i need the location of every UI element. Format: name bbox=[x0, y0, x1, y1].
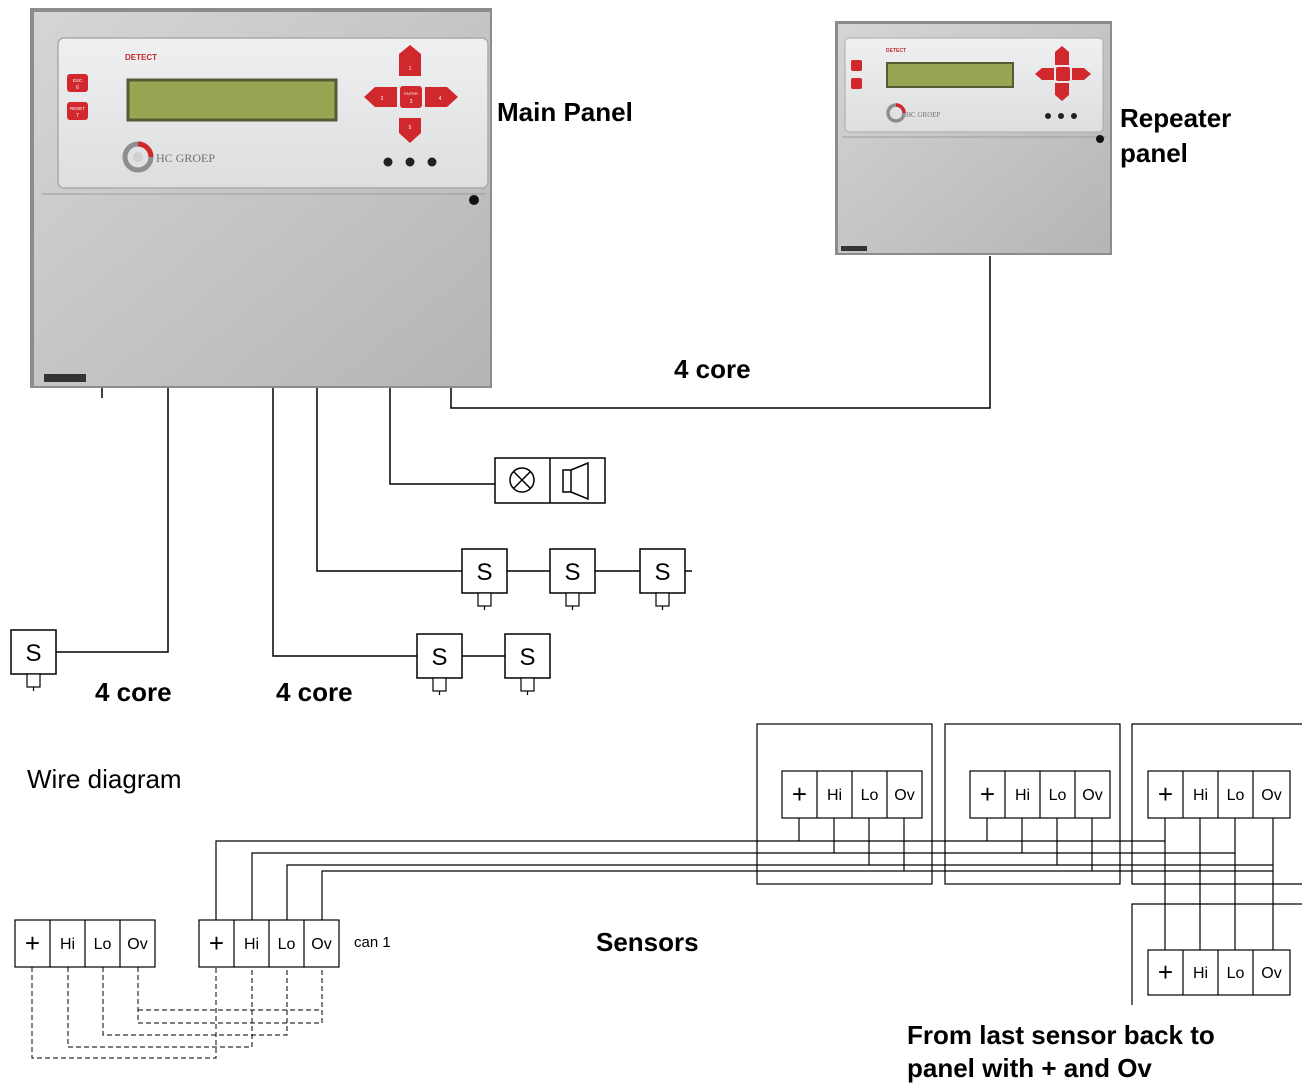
terminal-block-sensor-2: + Hi Lo Ov bbox=[969, 770, 1111, 819]
svg-text:S: S bbox=[476, 559, 492, 586]
svg-text:Hi: Hi bbox=[827, 787, 842, 804]
svg-text:S: S bbox=[519, 644, 535, 671]
hc-groep-logo: HC GROEP bbox=[122, 141, 215, 173]
key-right[interactable]: 4 bbox=[425, 87, 458, 107]
svg-text:Ov: Ov bbox=[1082, 787, 1102, 804]
svg-text:ESC: ESC bbox=[73, 78, 83, 83]
sensor: S bbox=[461, 548, 508, 610]
repeater-panel-label-line2: panel bbox=[1120, 138, 1188, 168]
beacon-icon bbox=[509, 467, 535, 493]
svg-text:+: + bbox=[25, 928, 40, 958]
return-wires bbox=[31, 967, 323, 1059]
svg-text:5: 5 bbox=[409, 125, 412, 131]
wire-diagram-heading: Wire diagram bbox=[27, 764, 182, 794]
svg-text:Hi: Hi bbox=[60, 936, 75, 953]
svg-text:7: 7 bbox=[76, 113, 79, 119]
repeater-esc-button[interactable] bbox=[851, 60, 862, 71]
svg-text:Hi: Hi bbox=[1015, 787, 1030, 804]
repeater-key-down[interactable] bbox=[1055, 83, 1069, 101]
sensor: S bbox=[504, 633, 551, 695]
svg-text:Hi: Hi bbox=[1193, 787, 1208, 804]
key-down[interactable]: 5 bbox=[399, 118, 421, 143]
repeater-reset-button[interactable] bbox=[851, 78, 862, 89]
svg-text:S: S bbox=[25, 640, 41, 667]
terminal-block-sensor-1: + Hi Lo Ov bbox=[781, 770, 923, 819]
svg-text:6: 6 bbox=[76, 85, 79, 91]
svg-text:Lo: Lo bbox=[1227, 965, 1245, 982]
key-left[interactable]: 2 bbox=[364, 87, 397, 107]
cable-label-4-core-mid: 4 core bbox=[276, 677, 353, 707]
svg-text:S: S bbox=[654, 559, 670, 586]
repeater-detect-label: DETECT bbox=[886, 48, 906, 54]
terminal-block-sensor-3: + Hi Lo Ov bbox=[1147, 770, 1291, 819]
beacon-siren-unit bbox=[494, 457, 606, 504]
key-up[interactable]: 1 bbox=[399, 45, 421, 76]
svg-text:Lo: Lo bbox=[94, 936, 112, 953]
svg-text:Lo: Lo bbox=[278, 936, 296, 953]
repeater-key-right[interactable] bbox=[1072, 68, 1091, 80]
can1-label: can 1 bbox=[354, 934, 391, 951]
svg-text:Hi: Hi bbox=[244, 936, 259, 953]
svg-text:+: + bbox=[1158, 957, 1173, 987]
svg-text:+: + bbox=[209, 928, 224, 958]
panel-tag bbox=[44, 374, 86, 382]
terminal-block-left: + Hi Lo Ov bbox=[14, 919, 156, 968]
status-led-1 bbox=[383, 157, 393, 167]
sensor-enclosures bbox=[756, 723, 1302, 1005]
svg-text:Hi: Hi bbox=[1193, 965, 1208, 982]
cable-label-4-core-left: 4 core bbox=[95, 677, 172, 707]
sensor: S bbox=[639, 548, 686, 610]
reset-button[interactable]: RESET 7 bbox=[67, 102, 88, 120]
terminal-block-sensor-last: + Hi Lo Ov bbox=[1147, 949, 1291, 996]
svg-text:+: + bbox=[980, 779, 995, 809]
svg-text:Lo: Lo bbox=[1227, 787, 1245, 804]
lcd-display bbox=[126, 78, 338, 122]
svg-text:Ov: Ov bbox=[1261, 787, 1281, 804]
svg-text:Ov: Ov bbox=[1261, 965, 1281, 982]
svg-text:Ov: Ov bbox=[894, 787, 914, 804]
svg-text:HC GROEP: HC GROEP bbox=[906, 111, 941, 119]
panel-lock bbox=[469, 195, 479, 205]
status-led-3 bbox=[427, 157, 437, 167]
cable-label-4-core-repeater: 4 core bbox=[674, 354, 751, 384]
svg-text:S: S bbox=[564, 559, 580, 586]
status-led-2 bbox=[405, 157, 415, 167]
sensor: S bbox=[549, 548, 596, 610]
bus-wires bbox=[215, 818, 1274, 950]
main-panel: DETECT ESC 6 RESET 7 1 2 ENTER 3 4 bbox=[30, 8, 492, 388]
svg-text:4: 4 bbox=[439, 96, 442, 102]
svg-text:Ov: Ov bbox=[311, 936, 331, 953]
sensor: S bbox=[10, 629, 57, 691]
svg-text:1: 1 bbox=[409, 66, 412, 72]
repeater-panel-label-line1: Repeater bbox=[1120, 103, 1232, 133]
repeater-enter-button[interactable] bbox=[1056, 67, 1070, 81]
main-panel-label: Main Panel bbox=[497, 97, 633, 127]
svg-text:2: 2 bbox=[381, 96, 384, 102]
repeater-panel: DETECT HC GROEP bbox=[835, 21, 1112, 255]
svg-text:Ov: Ov bbox=[127, 936, 147, 953]
return-note-line1: From last sensor back to bbox=[907, 1020, 1215, 1050]
terminal-block-can1: + Hi Lo Ov bbox=[198, 919, 340, 968]
siren-icon bbox=[562, 461, 589, 501]
svg-text:+: + bbox=[792, 779, 807, 809]
return-note-line2: panel with + and Ov bbox=[907, 1053, 1152, 1083]
top-wiring bbox=[56, 256, 991, 657]
enter-button[interactable]: ENTER 3 bbox=[400, 86, 422, 108]
sensors-label: Sensors bbox=[596, 927, 699, 957]
repeater-lcd bbox=[886, 62, 1014, 88]
svg-text:S: S bbox=[431, 644, 447, 671]
svg-text:+: + bbox=[1158, 779, 1173, 809]
svg-text:HC GROEP: HC GROEP bbox=[156, 151, 215, 165]
svg-text:3: 3 bbox=[410, 99, 413, 105]
sensor: S bbox=[416, 633, 463, 695]
svg-text:ENTER: ENTER bbox=[404, 91, 418, 96]
svg-text:RESET: RESET bbox=[70, 106, 85, 111]
esc-button[interactable]: ESC 6 bbox=[67, 74, 88, 92]
svg-text:Lo: Lo bbox=[861, 787, 879, 804]
svg-text:Lo: Lo bbox=[1049, 787, 1067, 804]
repeater-key-up[interactable] bbox=[1055, 46, 1069, 65]
repeater-key-left[interactable] bbox=[1035, 68, 1054, 80]
detect-label: DETECT bbox=[125, 53, 157, 62]
